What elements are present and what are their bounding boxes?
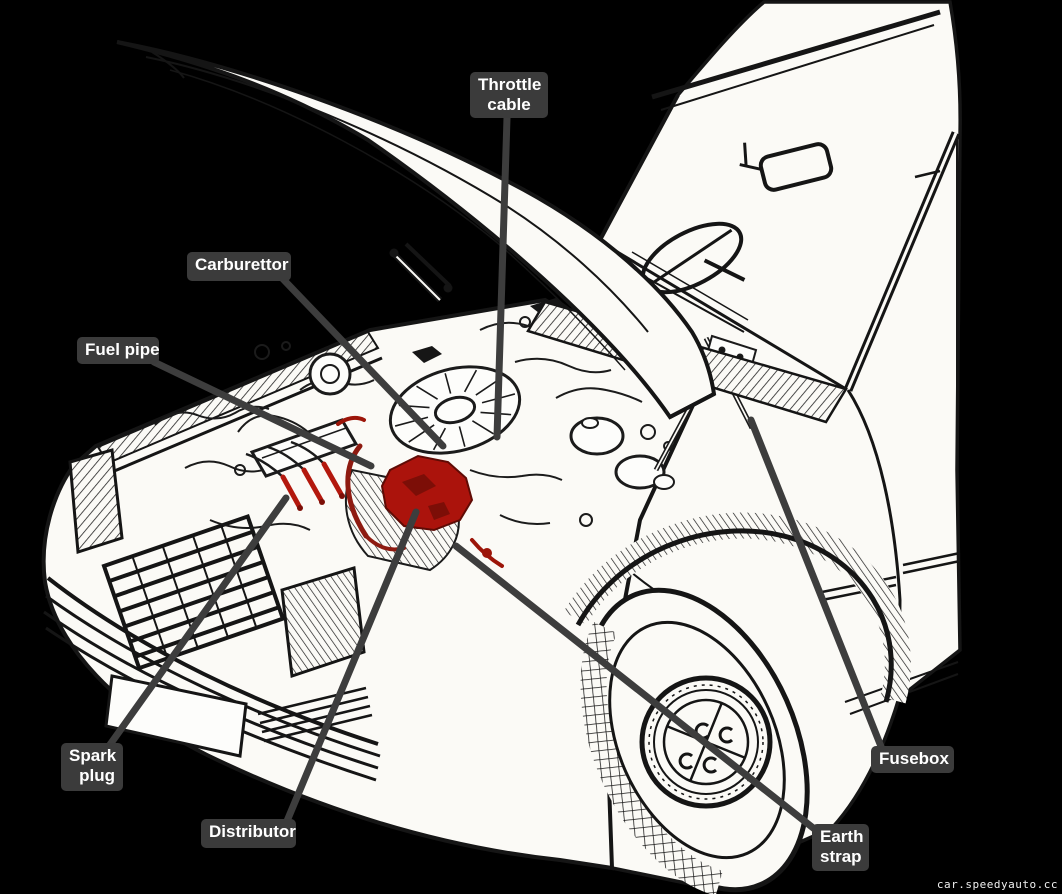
carburettor-highlight — [380, 454, 474, 532]
bumper — [46, 576, 379, 746]
front-grille — [101, 513, 286, 671]
label-line: Earth — [820, 827, 864, 846]
label-line: Carburettor — [195, 255, 289, 274]
highlighted-parts — [280, 415, 504, 568]
label-line: strap — [820, 847, 862, 866]
label-line: Fusebox — [879, 749, 949, 768]
leader-carburettor — [279, 275, 447, 450]
label-spark-plug: Spark plug — [61, 743, 123, 791]
a-pillar — [598, 94, 680, 241]
open-bonnet — [116, 40, 717, 420]
label-line: cable — [487, 95, 531, 114]
wheel-lugs — [678, 722, 734, 774]
roofline — [651, 9, 941, 100]
label-fusebox: Fusebox — [871, 746, 954, 773]
label-throttle-cable: Throttle cable — [470, 72, 548, 118]
door-line — [846, 389, 902, 696]
rearview-mirror — [739, 142, 834, 192]
label-carburettor: Carburettor — [187, 252, 291, 281]
label-line: plug — [79, 766, 115, 785]
leader-fusebox — [747, 416, 886, 753]
right-headlight — [280, 566, 366, 679]
leader-throttle-cable — [493, 114, 511, 441]
label-earth-strap: Earth strap — [812, 824, 869, 871]
leader-earth-strap — [452, 542, 821, 835]
watermark: car.speedyauto.cc — [936, 878, 1058, 891]
label-line: Fuel pipe — [85, 340, 160, 359]
leader-fuel-pipe — [150, 358, 375, 470]
label-line: Spark — [69, 746, 117, 765]
wheel-arch — [563, 512, 911, 704]
label-line: Distributor — [209, 822, 296, 841]
left-headlight — [68, 448, 124, 554]
label-distributor: Distributor — [201, 819, 296, 848]
label-line: Throttle — [478, 75, 542, 94]
spark-plug-leads — [280, 461, 344, 509]
tire-tread — [580, 621, 724, 894]
label-fuel-pipe: Fuel pipe — [77, 337, 160, 364]
strut-tower — [308, 352, 352, 396]
leader-distributor — [283, 508, 420, 825]
fuel-pipe-highlight — [345, 443, 369, 539]
leader-spark-plug — [105, 494, 290, 750]
car-front-end — [41, 297, 703, 871]
